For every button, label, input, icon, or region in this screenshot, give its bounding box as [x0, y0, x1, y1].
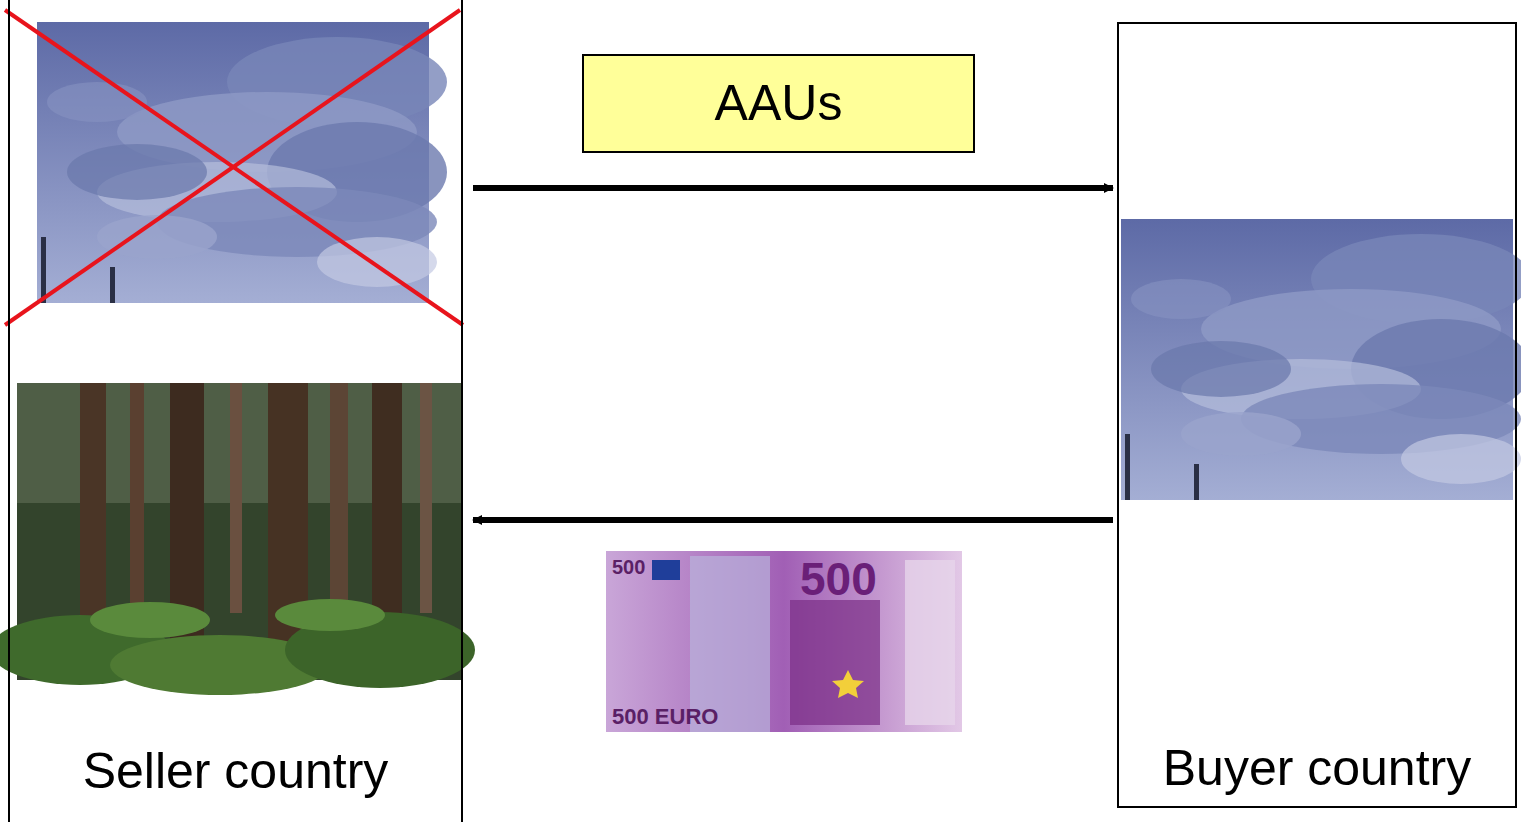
- flow-arrow: [473, 517, 1113, 523]
- country-name: Seller country: [83, 744, 389, 799]
- flow-arrow: [473, 185, 1113, 191]
- forest-photo: [0, 383, 475, 695]
- banknote-print: 500: [800, 556, 877, 602]
- banknote-print: 500: [612, 557, 645, 577]
- banknote: [606, 551, 962, 732]
- cross-line: [5, 10, 463, 325]
- smoke-photo: [1121, 219, 1521, 500]
- country-box: Buyer country: [1117, 22, 1517, 808]
- country-name: Buyer country: [1163, 741, 1471, 796]
- box-label: AAUs: [715, 76, 843, 131]
- country-box: Seller country: [8, 0, 463, 822]
- label-box: AAUs: [582, 54, 975, 153]
- banknote-print: 500 EURO: [612, 706, 718, 728]
- cross-line: [5, 10, 460, 325]
